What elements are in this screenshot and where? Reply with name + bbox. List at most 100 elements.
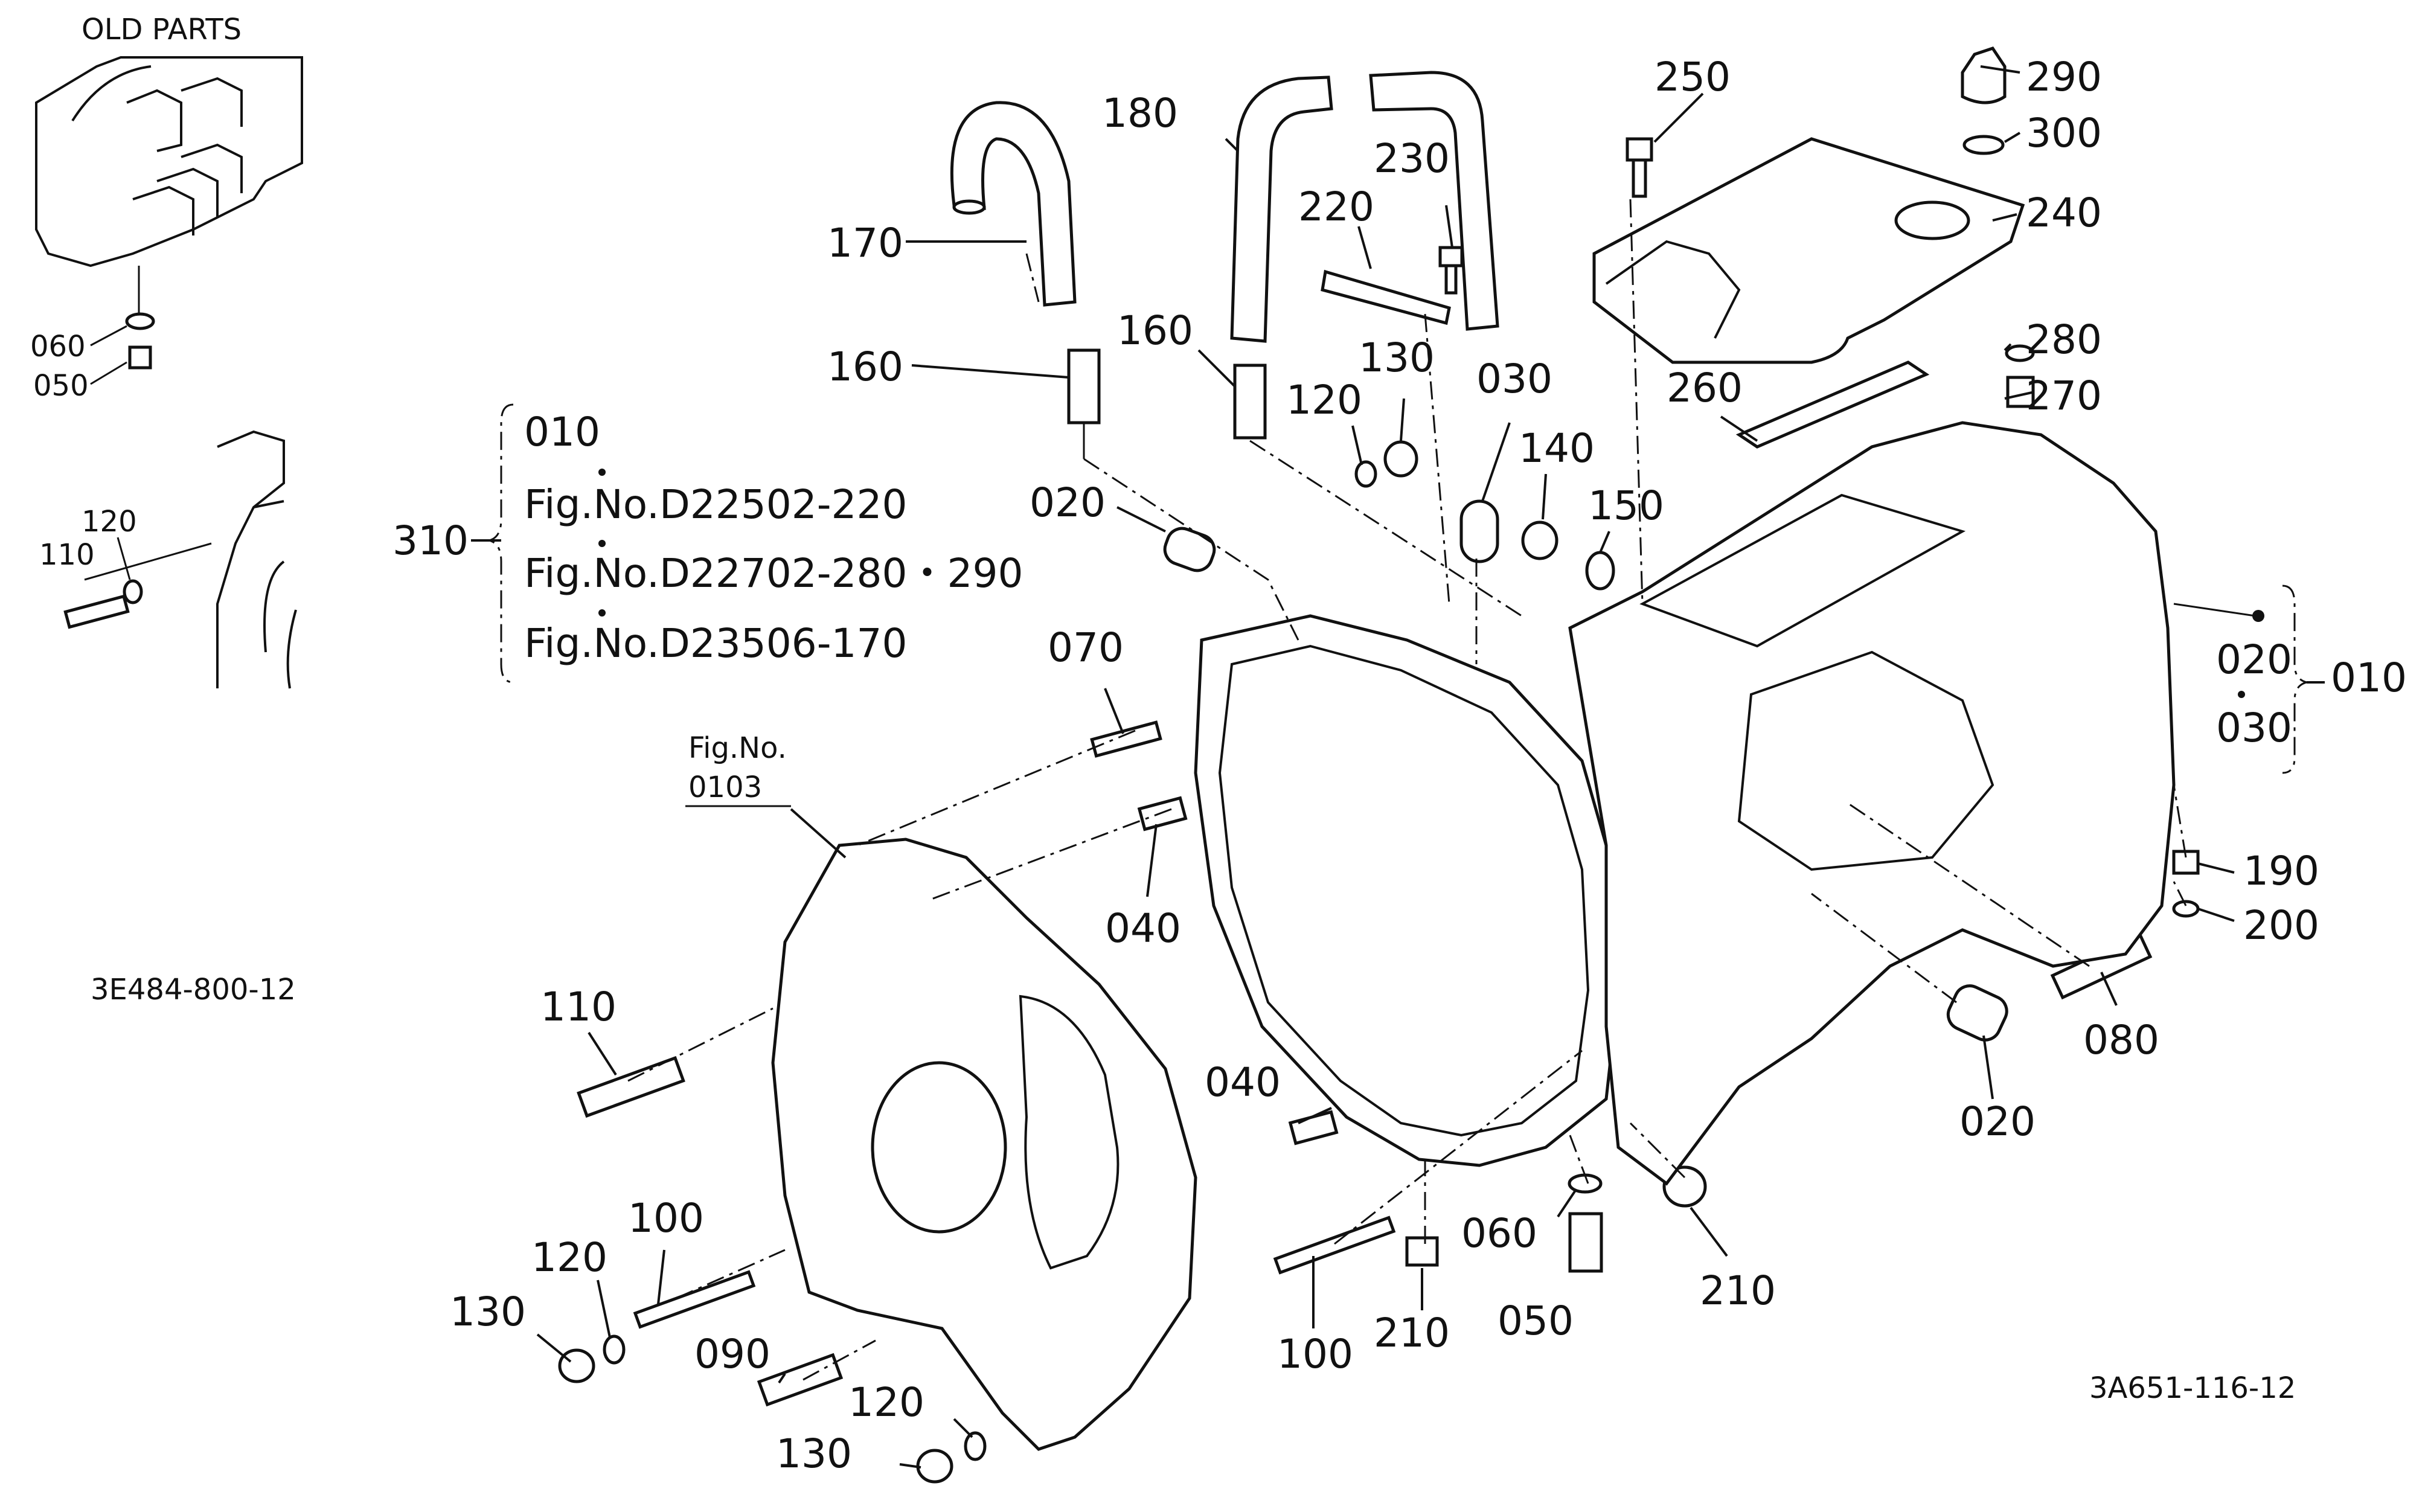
old-label-120: 120	[82, 505, 137, 539]
callout-140: 140	[1519, 425, 1595, 472]
callout-300: 300	[2026, 110, 2102, 156]
group-310-label: 310	[392, 517, 469, 564]
callout-090: 090	[694, 1331, 770, 1377]
stud-100-bottom	[1273, 1216, 1396, 1275]
bolt-230-head	[1438, 246, 1464, 267]
old-leader-120	[117, 537, 131, 580]
callout-130: 130	[1359, 335, 1435, 381]
bolt-250-head	[1626, 137, 1653, 162]
old-leader-050	[90, 361, 127, 385]
callout-110: 110	[540, 984, 617, 1030]
callout-060: 060	[1461, 1210, 1537, 1257]
case-side-window	[1737, 650, 1994, 871]
callout-210: 210	[1700, 1267, 1776, 1314]
old-bolt-110	[63, 594, 130, 629]
bullet-dot	[598, 609, 606, 617]
hose-180-left	[1230, 75, 1333, 343]
nut-130-left	[558, 1348, 595, 1383]
callout-030: 030	[1476, 356, 1552, 402]
bushing-020-top	[1163, 527, 1216, 572]
plug-210-right	[1662, 1165, 1707, 1208]
clutch-housing-flange	[1194, 614, 1620, 1167]
drawing-code: 3A651-116-12	[2089, 1371, 2296, 1405]
fig-ref-line1: Fig.No.	[688, 731, 787, 765]
bushing-030	[1459, 499, 1499, 563]
plug-270	[2006, 376, 2035, 408]
washer-120-top	[1354, 460, 1377, 488]
old-housing-sketch	[35, 56, 303, 267]
front-cover-bore	[871, 1061, 1007, 1234]
callout-160: 160	[827, 344, 903, 390]
group-010-line-0: 020	[2216, 636, 2292, 683]
callout-040: 040	[1105, 905, 1181, 952]
o-ring-300	[1962, 135, 2005, 155]
group-310-line-0: 010	[524, 409, 600, 455]
plug-050	[1568, 1212, 1603, 1273]
callout-190: 190	[2243, 848, 2319, 894]
callout-160: 160	[1117, 307, 1193, 354]
hoses	[950, 71, 1499, 459]
front-cover-rib	[1019, 995, 1120, 1270]
callout-100: 100	[1277, 1331, 1353, 1377]
washer-200	[2172, 900, 2200, 918]
leader-010-dot	[2173, 603, 2256, 617]
callout-290: 290	[2026, 54, 2102, 100]
callout-100: 100	[628, 1195, 704, 1241]
fig-reference: Fig.No. 0103	[685, 731, 791, 807]
stud-100-left	[633, 1270, 756, 1329]
callout-170: 170	[827, 220, 903, 266]
old-parts-inset: OLD PARTS 060 050 120 110 3E484-800-12	[30, 13, 303, 1007]
callout-130: 130	[776, 1430, 852, 1477]
callout-120: 120	[531, 1234, 607, 1281]
gasket-260	[1735, 360, 1930, 449]
old-housing-bosses	[71, 65, 243, 235]
callout-120: 120	[1286, 377, 1362, 423]
callout-280: 280	[2026, 316, 2102, 363]
callout-220: 220	[1298, 184, 1374, 230]
bolt-230-shank	[1444, 264, 1458, 295]
leader-lines	[536, 65, 2235, 1469]
callout-270: 270	[2026, 373, 2102, 419]
fitting-160-left	[1067, 348, 1101, 424]
old-label-110: 110	[39, 538, 95, 572]
old-label-060: 060	[30, 330, 86, 364]
group-010: 010 020 030	[2173, 585, 2407, 774]
callout-210: 210	[1374, 1310, 1450, 1356]
hose-170	[950, 101, 1077, 307]
nut-130-top	[1383, 440, 1418, 478]
transmission-case	[1568, 421, 2176, 1186]
group-310-line-3: Fig.No.D23506-170	[524, 620, 908, 667]
callout-230: 230	[1374, 135, 1450, 182]
nut-130-bottom	[916, 1449, 953, 1484]
top-cover-boss	[1605, 240, 1741, 339]
old-label-050: 050	[33, 369, 89, 403]
callout-130: 130	[450, 1289, 526, 1335]
group-310-line-2: Fig.No.D22702-280・290	[524, 550, 1023, 597]
callout-050: 050	[1498, 1298, 1574, 1344]
bullet-dot	[2238, 691, 2245, 698]
old-parts-code: 3E484-800-12	[91, 973, 296, 1007]
callout-240: 240	[2026, 190, 2102, 236]
callout-080: 080	[2083, 1017, 2159, 1063]
old-parts-title: OLD PARTS	[82, 13, 242, 46]
top-cover-240	[1592, 137, 2025, 364]
group-310: 310 010 Fig.No.D22502-220 Fig.No.D22702-…	[392, 403, 1023, 684]
group-010-label: 010	[2331, 655, 2407, 701]
fitting-140	[1521, 521, 1558, 560]
small-hardware	[558, 246, 2200, 1484]
callout-150: 150	[1588, 482, 1664, 529]
cap-290	[1961, 46, 2007, 104]
group-310-line-1: Fig.No.D22502-220	[524, 481, 908, 528]
callout-260: 260	[1667, 365, 1743, 411]
callout-020: 020	[1959, 1098, 2036, 1145]
callout-040: 040	[1205, 1059, 1281, 1106]
plug-210-bottom	[1405, 1236, 1439, 1267]
pin-040-top	[1137, 796, 1188, 831]
top-cover-port	[1894, 200, 1970, 240]
clutch-housing-inner	[1218, 644, 1590, 1137]
callout-180: 180	[1102, 90, 1178, 136]
callout-120: 120	[848, 1379, 924, 1426]
callout-250: 250	[1655, 54, 1731, 100]
fig-ref-line2: 0103	[688, 770, 762, 804]
